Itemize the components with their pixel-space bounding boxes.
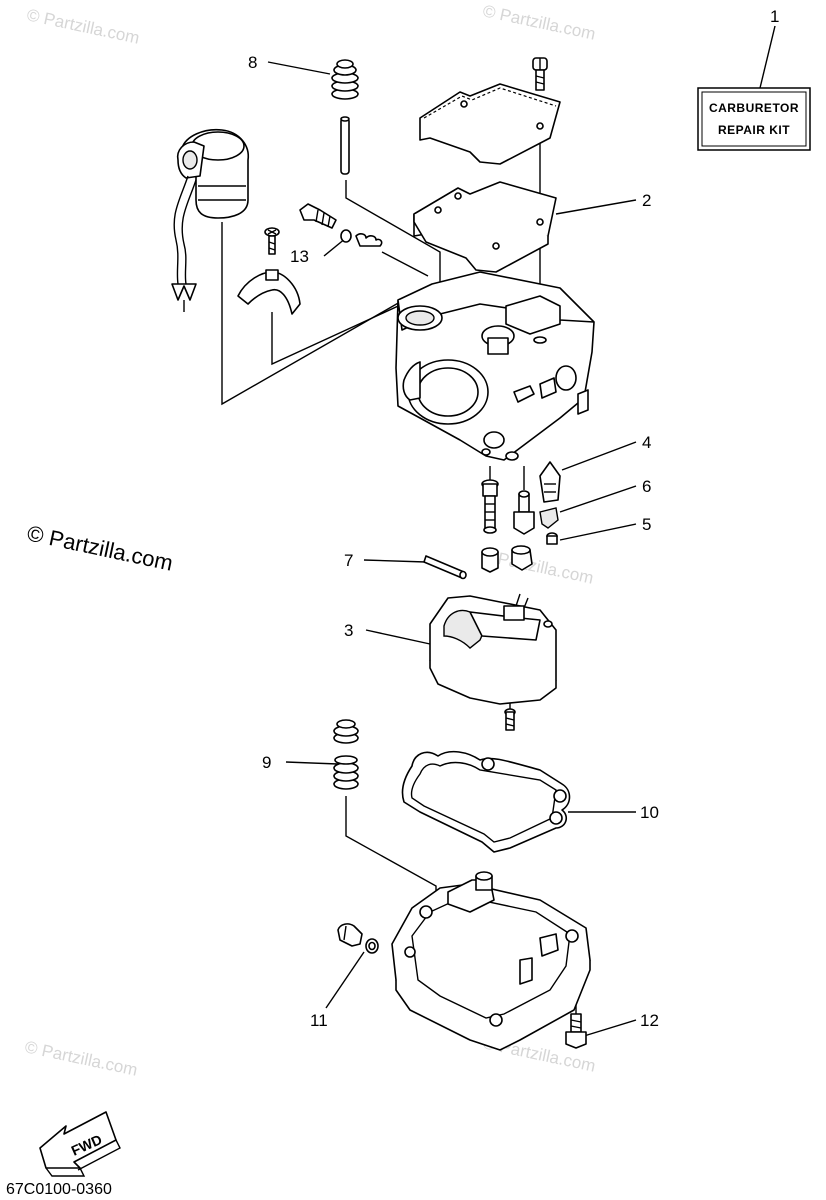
- watermark-faint: © Partzilla.com: [25, 5, 141, 47]
- callout-1: 1: [770, 7, 779, 26]
- part-12-screw: [565, 1013, 587, 1049]
- callout-9: 9: [262, 753, 271, 772]
- bracket-screw: [264, 227, 280, 255]
- carburetor-repair-kit-box: CARBURETOR REPAIR KIT: [697, 87, 811, 151]
- callout-8: 8: [248, 53, 257, 72]
- callout-13: 13: [290, 247, 309, 266]
- watermark-faint: © Partzilla.com: [481, 1, 597, 43]
- part-11-drain-screw: [337, 923, 379, 954]
- carburetor-body: [395, 271, 595, 461]
- kit-label-line2: REPAIR KIT: [718, 123, 790, 137]
- callout-12: 12: [640, 1011, 659, 1030]
- upper-cover-plate: [419, 83, 561, 165]
- callout-6: 6: [642, 477, 651, 496]
- float-chamber-screw: [504, 708, 516, 731]
- part-2-gasket: [413, 181, 557, 273]
- part-7-float-pin: [423, 555, 467, 580]
- callout-4: 4: [642, 433, 651, 452]
- choke-bracket: [237, 269, 301, 315]
- watermark-faint: © Partzilla.com: [23, 1037, 139, 1079]
- callout-11: 11: [310, 1011, 328, 1030]
- part-10-gasket: [401, 750, 571, 853]
- callout-7: 7: [344, 551, 353, 570]
- fwd-arrow-icon: FWD: [39, 1111, 121, 1177]
- part-13-pilot-screw: [299, 203, 383, 247]
- callout-numbers: 1 2 3 4 5 6 7 8 9 10 11 12 13: [248, 7, 779, 1030]
- watermark-main: © Partzilla.com: [25, 520, 175, 575]
- pilot-jet: [513, 490, 535, 535]
- callout-3: 3: [344, 621, 353, 640]
- part-3-float: [429, 593, 557, 705]
- callout-5: 5: [642, 515, 651, 534]
- part-5-screw: [546, 532, 558, 545]
- kit-label-line1: CARBURETOR: [709, 101, 799, 115]
- leader-lines: [267, 25, 776, 1037]
- part-9-spring: [333, 719, 359, 790]
- part-6-clip: [539, 507, 559, 529]
- callout-10: 10: [640, 803, 659, 822]
- part-4-needle-valve: [539, 461, 561, 503]
- main-jet: [481, 479, 499, 534]
- callout-2: 2: [642, 191, 651, 210]
- float-chamber-bowl: [391, 871, 591, 1051]
- needle-pin: [340, 116, 350, 175]
- part-8-spring: [331, 59, 359, 100]
- jet-nozzles: [481, 545, 533, 573]
- choke-solenoid: [171, 128, 249, 312]
- top-screw: [532, 57, 548, 91]
- diagram-code: 67C0100-0360: [6, 1181, 112, 1198]
